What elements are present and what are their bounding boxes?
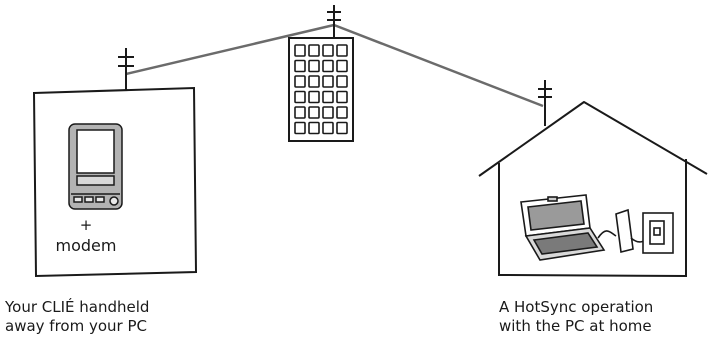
office-building [289,5,353,141]
building-window [295,76,305,87]
caption-line: away from your PC [5,317,149,336]
caption-line: A HotSync operation [499,298,653,317]
building-window [309,107,319,118]
building-window [295,61,305,72]
caption-line: with the PC at home [499,317,653,336]
building-window [337,123,347,134]
building-window [295,45,305,56]
building-window [309,61,319,72]
building-window [337,76,347,87]
building-window [295,92,305,103]
building-window [309,45,319,56]
building-window [337,61,347,72]
caption-line: Your CLIÉ handheld [5,298,149,317]
modem-label: modem [40,236,132,255]
building-window [309,123,319,134]
plus-sign: + [66,216,106,235]
caption-handheld-away: Your CLIÉ handheld away from your PC [5,298,149,336]
modem-and-phone-jack [598,210,673,253]
building-window [295,123,305,134]
building-window [323,45,333,56]
building-window [323,123,333,134]
building-window [337,92,347,103]
building-window [309,92,319,103]
building-window [323,92,333,103]
building-window [337,107,347,118]
building-window [323,61,333,72]
caption-hotsync-home: A HotSync operation with the PC at home [499,298,653,336]
laptop-icon [521,195,604,260]
building-window [295,107,305,118]
building-window [323,107,333,118]
handheld-icon [69,124,122,209]
building-window [323,76,333,87]
building-window [309,76,319,87]
building-window [337,45,347,56]
